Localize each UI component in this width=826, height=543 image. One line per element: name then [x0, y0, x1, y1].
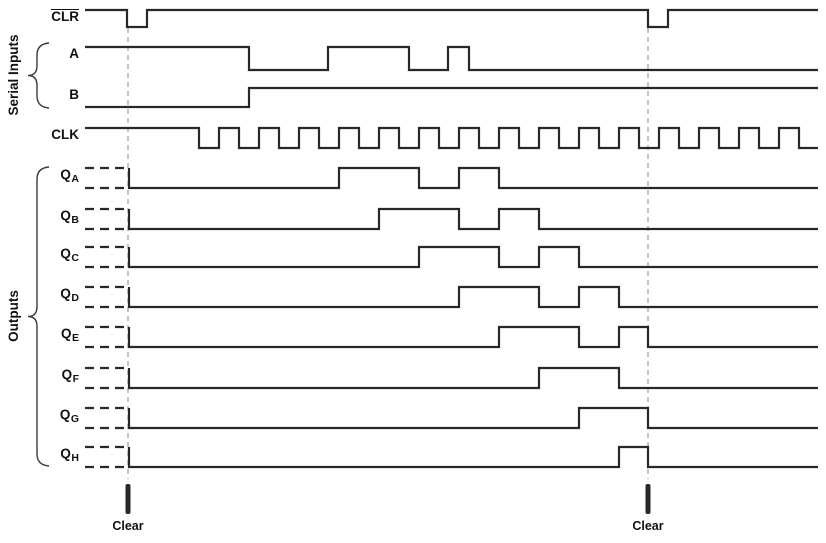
clr-overline-text: CLR [51, 9, 79, 24]
group-label-outputs: Outputs [6, 290, 21, 342]
qc-text: Q [60, 246, 71, 261]
qg-text: Q [59, 407, 71, 422]
qb-subscript: B [71, 214, 79, 226]
signal-label-qg: QG [0, 407, 79, 425]
group-brace-2 [27, 166, 50, 467]
signal-label-b: B [0, 87, 79, 103]
clear-marker-bar-1 [125, 484, 131, 514]
qh-subscript: H [71, 452, 79, 464]
qa-subscript: A [71, 173, 79, 185]
qb-text: Q [60, 208, 71, 223]
signal-label-qe: QE [0, 326, 79, 344]
clk-waveform [85, 126, 818, 150]
qg-subscript: G [70, 413, 79, 425]
qa-text: Q [60, 167, 71, 182]
signal-label-qf: QF [0, 367, 79, 385]
signal-label-clk: CLK [0, 127, 79, 143]
a-text: A [69, 46, 79, 61]
qd-subscript: D [71, 292, 79, 304]
qe-waveform [127, 325, 818, 349]
b-text: B [69, 87, 79, 102]
clr-waveform [85, 8, 818, 29]
signal-label-clr: CLR [0, 9, 79, 25]
signal-label-qa: QA [0, 167, 79, 185]
qe-subscript: E [71, 332, 79, 344]
clear-annotation-1: Clear [112, 519, 144, 533]
signal-label-qc: QC [0, 246, 79, 264]
qh-text: Q [60, 446, 71, 461]
group-label-serial-inputs: Serial Inputs [6, 34, 21, 116]
qe-text: Q [60, 326, 72, 341]
signal-label-qb: QB [0, 208, 79, 226]
qf-subscript: F [72, 373, 79, 385]
qa-waveform [127, 166, 818, 190]
qd-waveform [127, 285, 818, 309]
qc-waveform [127, 245, 818, 269]
signal-label-qh: QH [0, 446, 79, 464]
qh-waveform [127, 445, 818, 469]
group-brace-1 [27, 42, 50, 109]
clk-text: CLK [51, 127, 79, 142]
qg-waveform [127, 406, 818, 430]
clear-marker-bar-2 [645, 484, 651, 514]
qc-subscript: C [71, 252, 79, 264]
qf-text: Q [61, 367, 73, 382]
clear-annotation-2: Clear [632, 519, 664, 533]
a-waveform [85, 45, 818, 72]
b-waveform [85, 86, 818, 109]
signal-label-a: A [0, 46, 79, 62]
qb-waveform [127, 207, 818, 231]
qf-waveform [127, 366, 818, 390]
qd-text: Q [60, 286, 71, 301]
signal-label-qd: QD [0, 286, 79, 304]
